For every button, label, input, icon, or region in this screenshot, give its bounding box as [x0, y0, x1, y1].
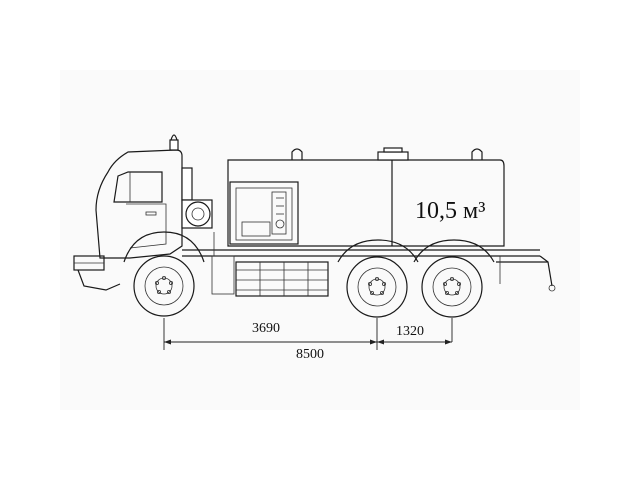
dimension-axle-spacing: 1320: [396, 324, 424, 339]
chassis: [182, 232, 556, 297]
rear-wheel-1: [337, 239, 419, 318]
cab: [73, 134, 213, 291]
rear-wheel-2: [413, 239, 495, 318]
front-wheel: [123, 231, 205, 317]
background-texture: [60, 70, 580, 410]
tank: 10,5 м³: [227, 147, 505, 247]
dimension-front-to-axle: 3690: [252, 321, 280, 336]
dimensions: 3690 1320 8500: [163, 318, 453, 362]
dimension-overall-length: 8500: [296, 347, 324, 362]
tank-volume-label: 10,5 м³: [415, 198, 485, 224]
